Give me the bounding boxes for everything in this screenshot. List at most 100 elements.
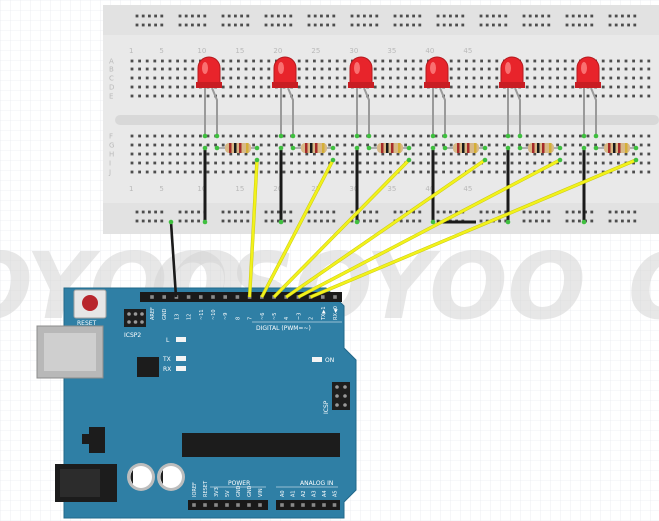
breadboard-hole [343, 59, 347, 63]
breadboard-hole [275, 143, 278, 147]
breadboard-hole [639, 134, 643, 138]
breadboard-hole [510, 152, 514, 156]
breadboard-hole [381, 152, 385, 156]
breadboard-hole [244, 170, 248, 174]
breadboard-hole [548, 76, 552, 80]
rail-hole [320, 14, 323, 18]
rail-hole [547, 23, 551, 27]
breadboard-hole [601, 161, 605, 165]
breadboard-hole [480, 85, 483, 89]
breadboard-hole [465, 94, 468, 98]
ground-wire [169, 221, 178, 298]
breadboard-hole [495, 59, 499, 63]
pin-label: 3V3 [214, 487, 220, 497]
column-number: 10 [197, 185, 206, 193]
icsp2-header [124, 309, 146, 327]
rail-hole [264, 210, 268, 214]
rail-hole [332, 210, 336, 214]
rail-hole [264, 219, 268, 223]
rail-hole [535, 14, 538, 18]
icsp2-label: ICSP2 [124, 332, 141, 339]
rail-hole [307, 23, 311, 27]
breadboard-hole [161, 94, 164, 98]
rail-hole [578, 23, 581, 27]
breadboard-hole [617, 161, 620, 165]
breadboard-hole [206, 94, 210, 98]
signal-wire [273, 159, 410, 298]
breadboard-hole [138, 76, 141, 80]
breadboard-hole [335, 67, 339, 71]
breadboard-hole [191, 67, 195, 71]
microcontroller-chip [182, 433, 340, 457]
breadboard-hole [563, 76, 567, 80]
breadboard-hole [343, 143, 347, 147]
breadboard-hole [176, 143, 179, 147]
breadboard-hole [548, 152, 552, 156]
rail-hole [197, 219, 200, 223]
rail-hole [289, 219, 293, 223]
rail-hole [571, 219, 575, 223]
rx-led [176, 366, 186, 371]
breadboard-hole [503, 134, 506, 138]
red-led [196, 56, 222, 139]
breadboard-hole [434, 134, 438, 138]
breadboard-hole [389, 170, 392, 174]
breadboard-hole [161, 67, 164, 71]
breadboard-hole [419, 170, 423, 174]
breadboard-hole [229, 85, 233, 89]
on-led [312, 357, 322, 362]
breadboard-hole [168, 76, 172, 80]
rail-hole [160, 219, 164, 223]
breadboard-hole [404, 170, 407, 174]
breadboard-hole [351, 152, 354, 156]
watermark-text-right: OSOYOO [628, 233, 659, 340]
rail-hole [191, 210, 194, 214]
rail-hole [332, 219, 336, 223]
breadboard-hole [571, 67, 575, 71]
rail-hole [270, 219, 274, 223]
breadboard-hole [252, 85, 255, 89]
pin-label: ~5 [272, 313, 278, 320]
breadboard-hole [411, 94, 415, 98]
rail-hole [270, 210, 274, 214]
breadboard-hole [297, 161, 301, 165]
rail-hole [363, 210, 366, 214]
breadboard-hole [320, 134, 324, 138]
breadboard-hole [411, 134, 415, 138]
breadboard-hole [138, 59, 141, 63]
breadboard-hole [586, 94, 590, 98]
breadboard-hole [320, 152, 324, 156]
breadboard-hole [457, 76, 461, 80]
header-pin [290, 503, 295, 507]
breadboard-hole [510, 170, 514, 174]
breadboard-hole [472, 85, 476, 89]
breadboard-hole [206, 143, 210, 147]
column-number: 15 [235, 47, 244, 55]
breadboard-hole [229, 94, 233, 98]
rail-hole [234, 210, 237, 214]
breadboard-hole [145, 152, 149, 156]
rail-hole [178, 219, 182, 223]
rail-hole [375, 23, 379, 27]
breadboard-hole [252, 152, 255, 156]
breadboard-hole [313, 94, 316, 98]
rail-hole [246, 23, 250, 27]
rail-hole [277, 210, 280, 214]
breadboard-hole [244, 134, 248, 138]
breadboard-hole [411, 143, 415, 147]
breadboard-hole [389, 59, 392, 63]
breadboard-hole [617, 134, 620, 138]
row-label: A [109, 58, 114, 66]
breadboard-hole [457, 67, 461, 71]
header-pin [150, 295, 154, 299]
breadboard-hole [138, 85, 141, 89]
breadboard-hole [145, 170, 149, 174]
breadboard-hole [221, 134, 225, 138]
breadboard-hole [503, 152, 506, 156]
breadboard-hole [632, 152, 635, 156]
breadboard-hole [297, 170, 301, 174]
breadboard-hole [617, 67, 620, 71]
breadboard-hole [427, 134, 430, 138]
breadboard-hole [632, 94, 635, 98]
breadboard-hole [221, 67, 225, 71]
